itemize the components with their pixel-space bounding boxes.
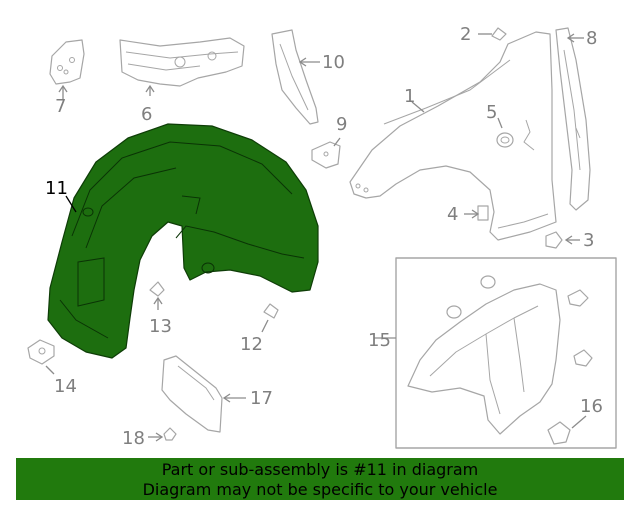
callout-13: 13 xyxy=(149,316,172,337)
callout-12: 12 xyxy=(240,334,263,355)
callout-1: 1 xyxy=(404,86,415,107)
part-13-push-pin xyxy=(149,281,165,310)
parts-diagram: 7 6 10 9 2 1 xyxy=(27,24,617,449)
callout-6: 6 xyxy=(141,104,152,125)
callout-8: 8 xyxy=(586,28,597,49)
part-8-fender-brace xyxy=(555,27,591,211)
callout-18: 18 xyxy=(122,428,145,449)
callout-4: 4 xyxy=(447,204,458,225)
part-1-fender xyxy=(349,31,557,241)
part-4-clip xyxy=(464,205,489,221)
callout-16: 16 xyxy=(580,396,603,417)
part-18-clip xyxy=(148,427,177,442)
part-14-clip-nut xyxy=(27,339,55,375)
callout-15: 15 xyxy=(368,330,391,351)
banner-line-2: Diagram may not be specific to your vehi… xyxy=(142,480,498,499)
callout-11: 11 xyxy=(45,178,68,199)
part-10-seal xyxy=(271,29,320,125)
part-11-fender-liner xyxy=(47,123,319,359)
part-7-bracket xyxy=(49,39,85,100)
callout-5: 5 xyxy=(486,102,497,123)
info-banner: Part or sub-assembly is #11 in diagram D… xyxy=(16,458,624,500)
part-6-apron-reinforcement xyxy=(119,37,245,96)
banner-line-1: Part or sub-assembly is #11 in diagram xyxy=(161,460,479,479)
part-16-bolt xyxy=(547,415,587,445)
callout-10: 10 xyxy=(322,52,345,73)
part-15-inset-box xyxy=(374,257,617,449)
callout-9: 9 xyxy=(336,114,347,135)
part-3-screw xyxy=(545,231,580,249)
callout-3: 3 xyxy=(583,230,594,251)
part-9-bracket xyxy=(311,137,341,169)
part-2-nut xyxy=(478,27,507,41)
callout-17: 17 xyxy=(250,388,273,409)
callout-14: 14 xyxy=(54,376,77,397)
callout-2: 2 xyxy=(460,24,471,45)
part-17-shield xyxy=(161,355,246,433)
callout-7: 7 xyxy=(55,96,66,117)
part-12-retainer xyxy=(261,303,279,333)
part-5-grommet xyxy=(496,117,514,148)
